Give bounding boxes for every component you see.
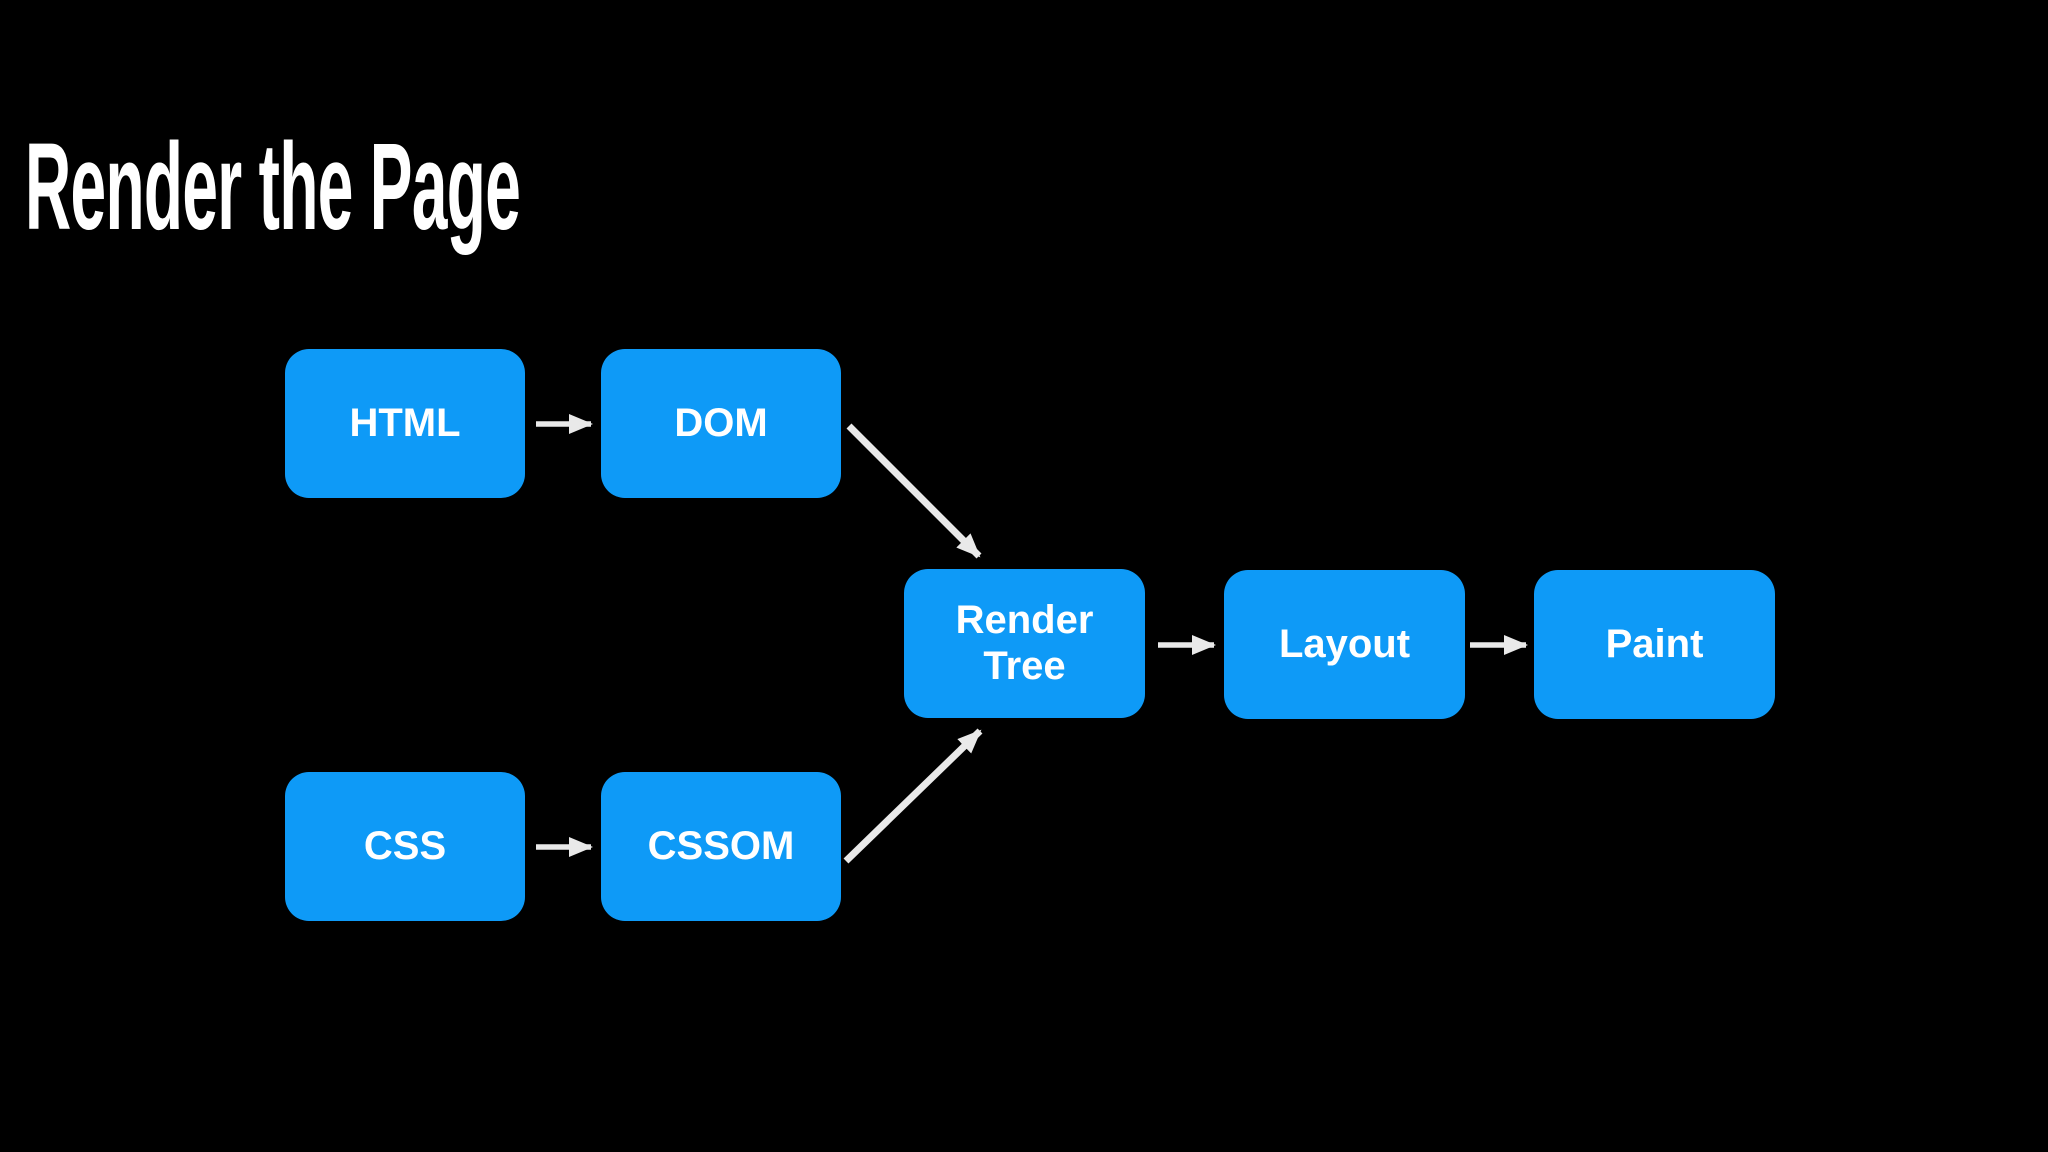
edge-dom-rendertree-arrow <box>846 423 982 559</box>
node-dom: DOM <box>601 349 841 498</box>
edge-cssom-rendertree-arrow <box>843 728 983 864</box>
node-html-label: HTML <box>349 400 461 445</box>
node-cssom-label: CSSOM <box>647 823 795 868</box>
node-css-label: CSS <box>363 823 447 868</box>
node-layout-label: Layout <box>1278 621 1411 666</box>
node-css: CSS <box>285 772 525 921</box>
node-render-tree: Render Tree <box>904 569 1145 718</box>
node-paint-label: Paint <box>1605 621 1704 666</box>
node-cssom: CSSOM <box>601 772 841 921</box>
node-paint: Paint <box>1534 570 1775 719</box>
node-render-tree-label: Render Tree <box>955 598 1094 688</box>
node-dom-label: DOM <box>674 400 768 445</box>
node-layout: Layout <box>1224 570 1465 719</box>
slide-title-text: Render the Page <box>25 119 521 256</box>
node-html: HTML <box>285 349 525 498</box>
slide-title: Render the Page <box>25 126 977 249</box>
